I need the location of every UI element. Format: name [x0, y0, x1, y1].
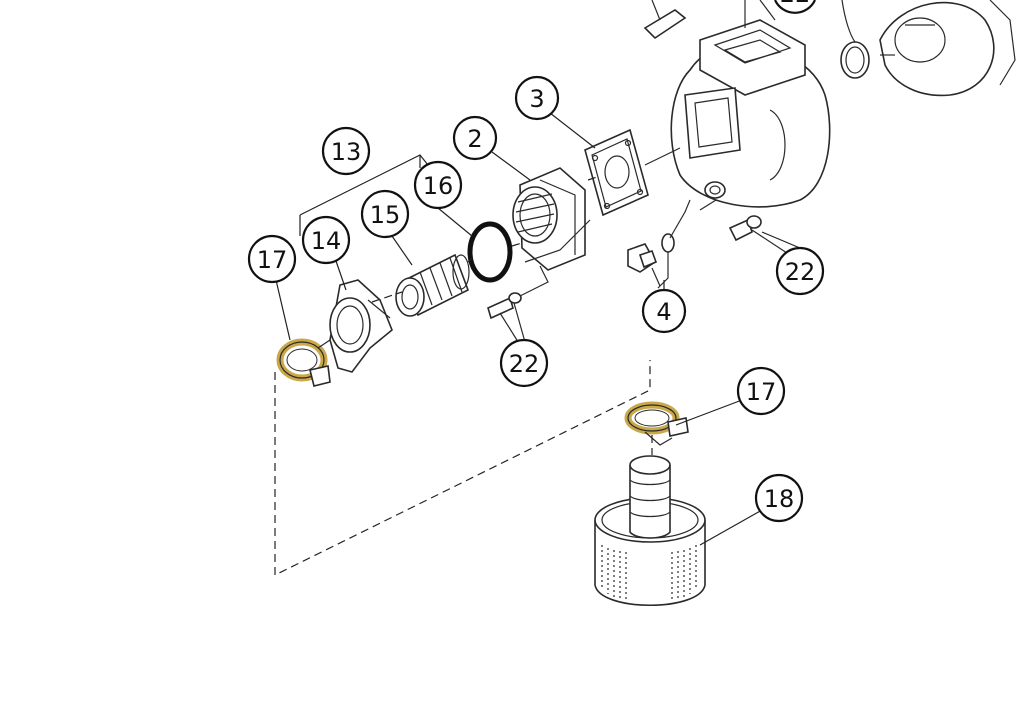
part-2-flange-fitting: [512, 167, 586, 271]
callout-17-left: 17: [247, 234, 297, 284]
callout-3: 3: [514, 75, 560, 121]
part-17-hose-clamp-left: [276, 338, 331, 387]
svg-text:22: 22: [509, 350, 540, 378]
part-17-hose-clamp-lower: [624, 401, 689, 446]
part-22-bolt-right: [728, 215, 791, 256]
callout-2: 2: [452, 115, 498, 161]
callout-4: 4: [641, 288, 687, 334]
svg-text:3: 3: [529, 85, 544, 113]
pump-housing: [670, 0, 831, 208]
callout-13: 13: [321, 126, 371, 176]
svg-text:16: 16: [423, 172, 454, 200]
callout-16: 16: [413, 160, 463, 210]
svg-text:17: 17: [257, 246, 288, 274]
callout-15: 15: [360, 189, 410, 239]
callout-17-lower: 17: [736, 366, 786, 416]
impeller-casing: [840, 0, 1016, 97]
part-18-strainer: [594, 455, 706, 606]
svg-text:4: 4: [656, 298, 671, 326]
part-14-coupling-nut: [329, 279, 393, 373]
part-3-gasket-plate: [584, 128, 681, 217]
part-4-drain-plug: [627, 233, 675, 289]
callouts: 2 3 4 13 14 15 16 17: [247, 0, 825, 523]
svg-text:18: 18: [764, 485, 795, 513]
part-15-hose-barb: [395, 253, 470, 317]
callout-14: 14: [301, 215, 351, 265]
svg-text:17: 17: [746, 378, 777, 406]
svg-text:22: 22: [785, 258, 816, 286]
svg-text:2: 2: [467, 125, 482, 153]
callout-22-top: 22: [774, 0, 816, 14]
part-16-o-ring: [467, 221, 513, 283]
svg-text:13: 13: [331, 138, 362, 166]
callout-22-center: 22: [499, 338, 549, 388]
svg-text:15: 15: [370, 201, 401, 229]
callout-18: 18: [754, 473, 804, 523]
callout-leaders: [275, 112, 801, 546]
part-22-bolt-center: [487, 292, 526, 346]
svg-text:14: 14: [311, 227, 342, 255]
svg-text:22: 22: [780, 0, 811, 8]
callout-22-right: 22: [775, 246, 825, 296]
top-plate: [643, 0, 687, 40]
